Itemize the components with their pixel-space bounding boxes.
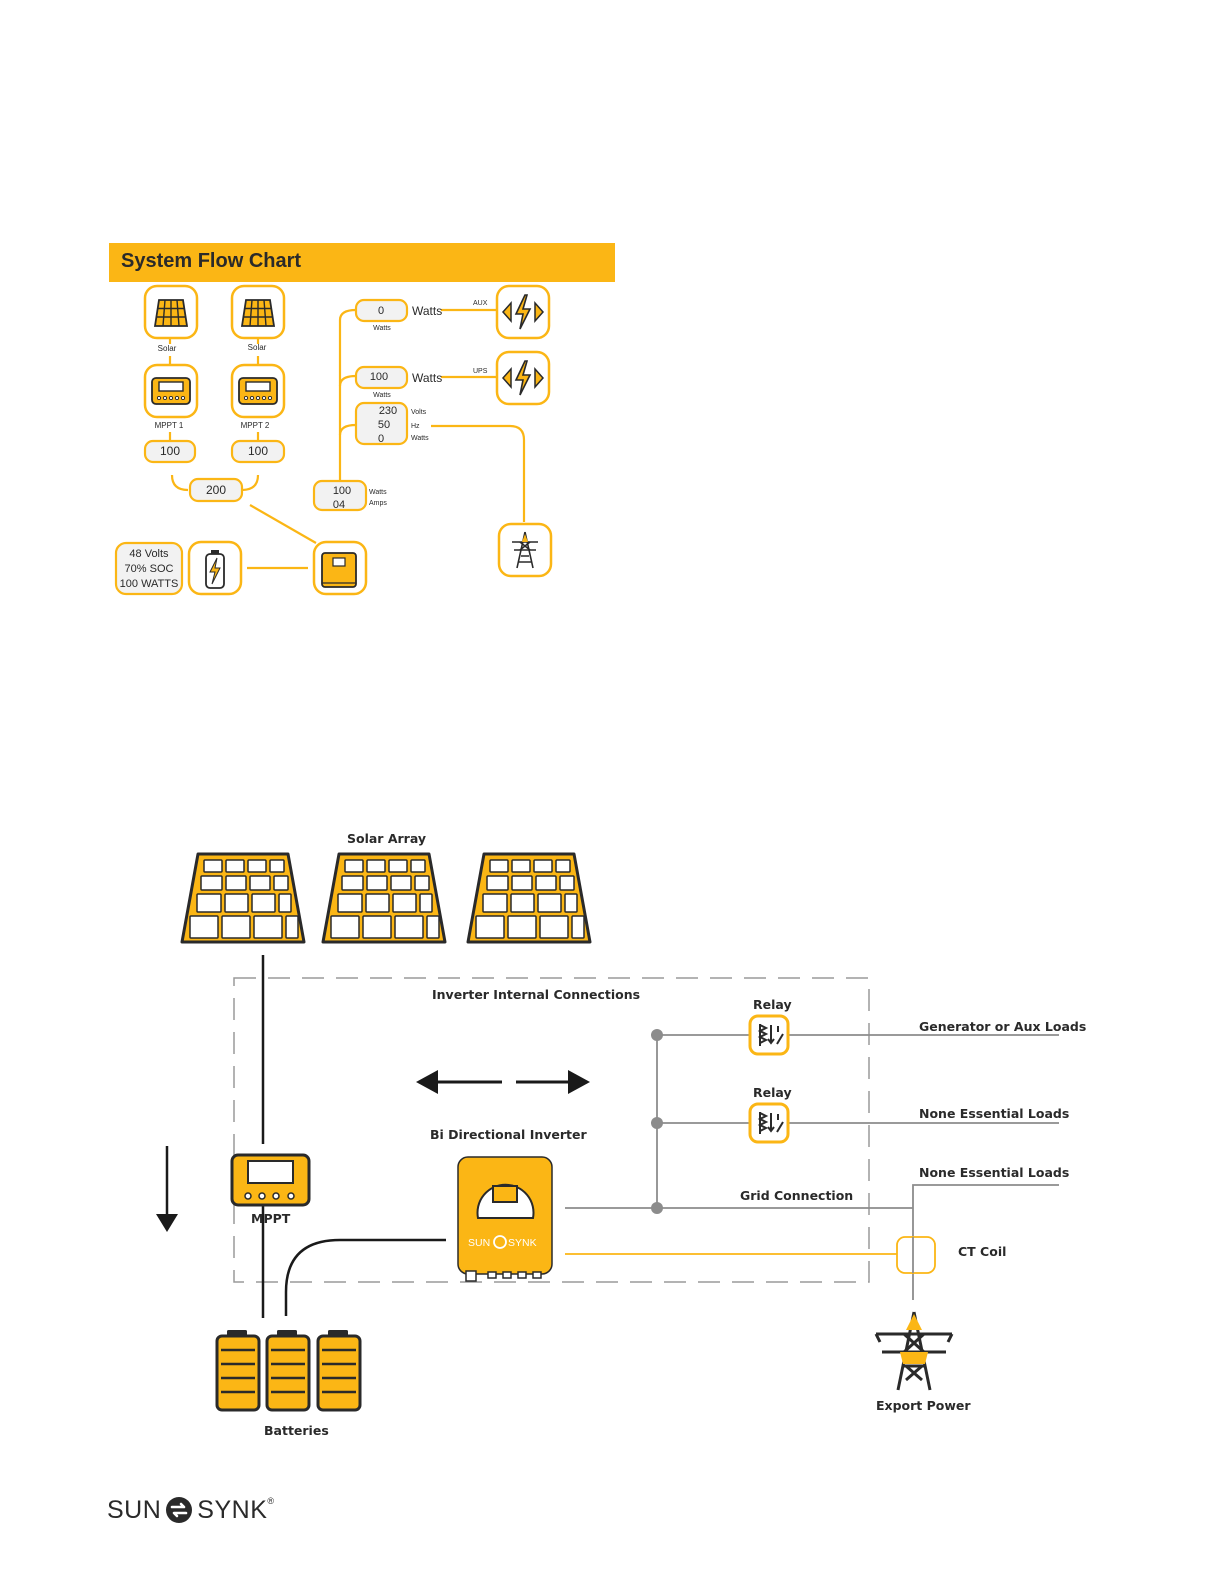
mppt-1-label: MPPT 1 (155, 421, 184, 430)
solar-panel-icon (321, 852, 447, 944)
battery-soc: 70% SOC (125, 563, 174, 575)
grid-hz-unit: Hz (411, 423, 420, 430)
battery-icon (316, 1328, 362, 1412)
flow-chart-title: System Flow Chart (121, 250, 302, 272)
logo-text-right: SYNK (197, 1495, 268, 1524)
solar-panel-icon (466, 852, 592, 944)
ct-coil-label: CT Coil (958, 1244, 1007, 1259)
relay-1-label: Relay (753, 997, 792, 1012)
mppt-1-value: 100 (160, 444, 180, 458)
relay-1-icon (748, 1014, 790, 1056)
pv-total-value: 200 (206, 483, 226, 497)
mppt-2-value: 100 (248, 444, 268, 458)
ups-unit: Watts (412, 371, 442, 385)
mppt-device-icon (230, 1153, 311, 1207)
registered-mark: ® (267, 1496, 275, 1506)
aux-unit: Watts (412, 304, 442, 318)
grid-hz: 50 (378, 419, 390, 431)
battery-icon (215, 1328, 261, 1412)
grid-watts-unit: Watts (411, 435, 429, 442)
export-power-pylon-icon (874, 1311, 954, 1391)
generator-loads-label: Generator or Aux Loads (919, 1019, 1087, 1034)
flow-chart-header: System Flow Chart (109, 243, 615, 282)
battery-volts: 48 Volts (129, 548, 169, 560)
mppt-1-value-box (143, 439, 197, 464)
solar-panel-icon (180, 852, 306, 944)
pv-total-box (188, 477, 244, 503)
inverter-amps: 04 (333, 499, 345, 511)
ct-coil-icon (896, 1236, 936, 1274)
batteries-label: Batteries (264, 1423, 329, 1438)
ups-tag: UPS (473, 368, 488, 375)
aux-value: 0 (378, 305, 384, 317)
relay-2-label: Relay (753, 1085, 792, 1100)
solar-array-label: Solar Array (347, 831, 427, 846)
aux-value-box (354, 298, 409, 323)
battery-icon (265, 1328, 311, 1412)
sync-arrows-icon (166, 1497, 193, 1523)
ups-unit-small: Watts (373, 392, 391, 399)
battery-watts: 100 WATTS (120, 578, 179, 590)
inverter-watts: 100 (333, 485, 351, 497)
battery-status-box (114, 541, 184, 596)
export-power-label: Export Power (876, 1398, 971, 1413)
inverter-icon (312, 540, 368, 596)
aux-unit-small: Watts (373, 325, 391, 332)
mppt-2-label: MPPT 2 (241, 421, 270, 430)
ups-value: 100 (370, 371, 388, 383)
sunsynk-logo: SUN SYNK ® (107, 1492, 274, 1528)
inverter-brand-right: SYNK (508, 1237, 537, 1249)
non-essential-loads-label-2: None Essential Loads (919, 1165, 1070, 1180)
grid-watts: 0 (378, 433, 384, 445)
battery-icon (187, 540, 243, 596)
mppt-label: MPPT (251, 1211, 291, 1226)
down-arrow-icon (156, 1146, 178, 1232)
inverter-brand-left: SUN (468, 1237, 490, 1249)
bi-directional-inverter-icon: SUN SYNK (457, 1156, 553, 1282)
bidirectional-arrow-icon (416, 1070, 590, 1094)
non-essential-loads-label-1: None Essential Loads (919, 1106, 1070, 1121)
inverter-watts-unit: Watts (369, 489, 387, 496)
ups-value-box (354, 365, 409, 390)
grid-value-box (354, 401, 409, 446)
grid-volts: 230 (379, 405, 397, 417)
grid-connection-label: Grid Connection (740, 1188, 854, 1203)
inverter-internal-boundary (233, 977, 870, 1283)
internal-connections-label: Inverter Internal Connections (432, 987, 641, 1002)
aux-tag: AUX (473, 300, 488, 307)
inverter-value-box (312, 479, 368, 512)
grid-volts-unit: Volts (411, 409, 427, 416)
relay-2-icon (748, 1102, 790, 1144)
solar-2-label: Solar (248, 343, 267, 352)
solar-1-label: Solar (158, 344, 177, 353)
logo-text-left: SUN (107, 1495, 162, 1524)
bi-directional-inverter-label: Bi Directional Inverter (430, 1127, 587, 1142)
mppt-2-value-box (230, 439, 286, 464)
inverter-amps-unit: Amps (369, 500, 387, 507)
